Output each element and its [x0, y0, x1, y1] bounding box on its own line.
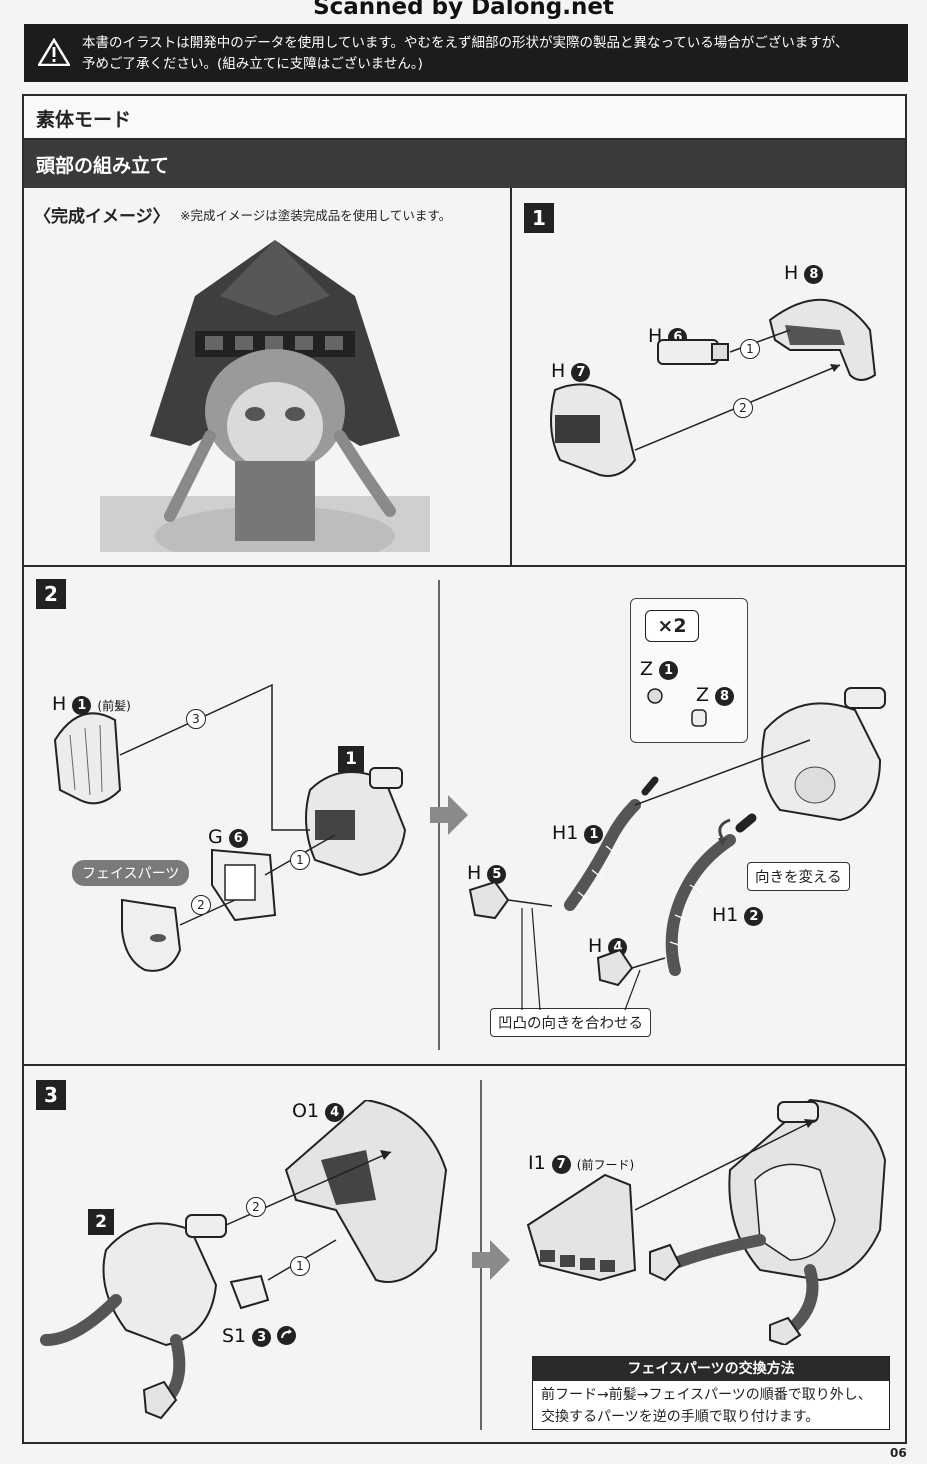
part-label-z8: Z 8 [696, 684, 735, 706]
warning-banner: 本書のイラストは開発中のデータを使用しています。やむをえず細部の形状が実際の製品… [24, 24, 908, 82]
part-label-h5: H 5 [467, 862, 507, 884]
complete-figure-image [100, 240, 430, 552]
proceed-arrow-icon-2 [472, 1240, 510, 1280]
step-2-left-diagram [53, 683, 407, 972]
complete-image-note: ※完成イメージは塗装完成品を使用しています。 [180, 208, 452, 223]
part-label-h8: H 8 [784, 262, 824, 284]
step-3-left-diagram [40, 1100, 448, 1420]
warning-line-1: 本書のイラストは開発中のデータを使用しています。やむをえず細部の形状が実際の製品… [82, 35, 849, 51]
step-3-subassembly-ref: 2 [88, 1209, 114, 1235]
warning-line-2: 予めご了承ください。(組み立てに支障はございません。) [82, 56, 423, 72]
part-label-g6: G 6 [208, 826, 248, 848]
part-label-s1-3: S1 3 [222, 1325, 297, 1347]
tip-title: フェイスパーツの交換方法 [533, 1357, 889, 1381]
step-3-number: 3 [36, 1080, 66, 1110]
step-3-order-1: 1 [290, 1256, 310, 1276]
step-3-order-2: 2 [246, 1197, 266, 1217]
divider-v-top [510, 188, 512, 566]
turn-direction-callout: 向きを変える [747, 862, 850, 891]
sticker-swap-icon [277, 1326, 297, 1345]
part-label-h7: H 7 [551, 360, 591, 382]
mode-title: 素体モード [36, 109, 132, 131]
section-title: 頭部の組み立て [36, 155, 170, 177]
step-2-order-1: 1 [290, 850, 310, 870]
step-2-order-2: 2 [191, 895, 211, 915]
divider-h-2 [24, 1064, 905, 1066]
scan-credit: Scanned by Dalong.net [313, 0, 614, 20]
part-label-h1-front-hair: H 1 (前髪) [52, 693, 131, 715]
mode-bar: 素体モード [24, 96, 905, 140]
part-label-i1-7: I1 7 (前フード) [528, 1152, 635, 1174]
part-label-o1-4: O1 4 [292, 1100, 345, 1122]
step-3-right-diagram [526, 1098, 887, 1345]
quantity-badge: ×2 [645, 610, 699, 642]
complete-image-title: 〈完成イメージ〉 [34, 207, 170, 227]
step-2-right-diagram [468, 687, 886, 1010]
instruction-frame [22, 94, 907, 1444]
step-1-order-2: 2 [733, 398, 753, 418]
warning-icon [38, 38, 70, 66]
tip-line-1: 前フード→前髪→フェイスパーツの順番で取り外し、 [541, 1387, 872, 1403]
step-1-order-1: 1 [740, 339, 760, 359]
face-parts-label: フェイスパーツ [72, 860, 190, 886]
part-label-h1-1: H1 1 [552, 822, 604, 844]
page-number: 06 [890, 1446, 907, 1460]
part-label-h1-2: H1 2 [712, 904, 764, 926]
divider-h-1 [24, 565, 905, 567]
step-2-subassembly-ref: 1 [338, 746, 364, 772]
align-callout: 凹凸の向きを合わせる [490, 1008, 651, 1037]
proceed-arrow-icon [430, 795, 468, 835]
section-bar: 頭部の組み立て [24, 140, 905, 188]
face-swap-tip-box: フェイスパーツの交換方法 前フード→前髪→フェイスパーツの順番で取り外し、 交換… [532, 1356, 890, 1430]
tip-line-2: 交換するパーツを逆の手順で取り付けます。 [541, 1409, 820, 1425]
step-1-diagram [550, 298, 877, 477]
step-1-number: 1 [524, 203, 554, 233]
step-2-order-3: 3 [186, 709, 206, 729]
step-2-number: 2 [36, 579, 66, 609]
part-label-z1: Z 1 [640, 658, 679, 680]
